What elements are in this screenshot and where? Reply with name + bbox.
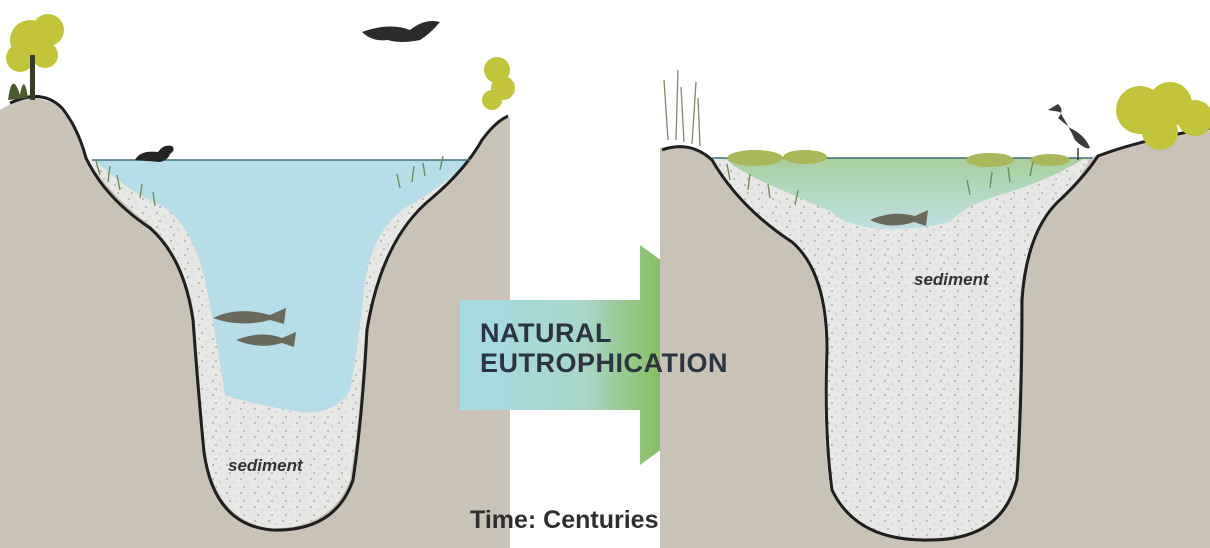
time-caption: Time: Centuries [470, 506, 658, 535]
arrow-label-line2: EUTROPHICATION [480, 348, 728, 378]
arrow-label: NATURAL EUTROPHICATION [480, 318, 728, 378]
sediment-label-right: sediment [914, 270, 989, 290]
left-tree-trunk [30, 55, 35, 100]
eagle-icon [362, 21, 440, 42]
arrow-label-line1: NATURAL [480, 318, 728, 348]
heron-icon [1048, 104, 1090, 148]
right-rim-tree-left [482, 57, 515, 110]
sediment-label-left: sediment [228, 456, 303, 476]
right-reeds [664, 70, 700, 146]
left-shrub [8, 84, 28, 100]
